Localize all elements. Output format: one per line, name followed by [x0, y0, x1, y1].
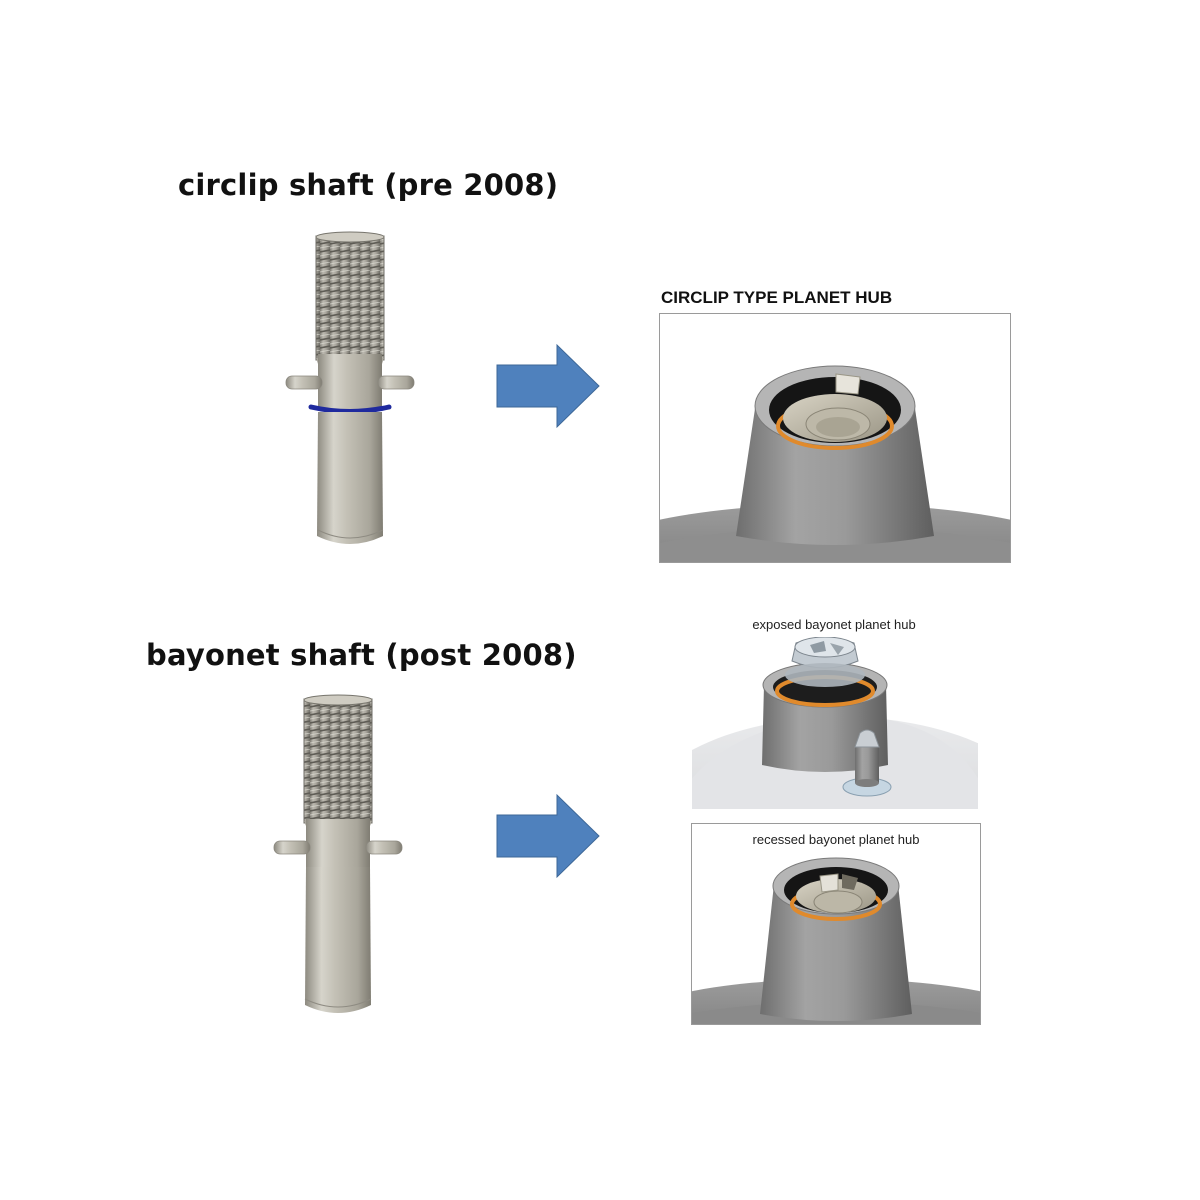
circlip-hub-panel-title: CIRCLIP TYPE PLANET HUB	[661, 288, 893, 307]
recessed-bayonet-caption: recessed bayonet planet hub	[752, 832, 920, 847]
bayonet-shaft-heading: bayonet shaft (post 2008)	[146, 638, 577, 672]
right-arrow-icon	[495, 793, 601, 879]
exposed-bayonet-caption: exposed bayonet planet hub	[752, 617, 916, 632]
circlip-hub-panel	[659, 313, 1011, 563]
circlip-ring	[308, 404, 392, 414]
recessed-bayonet-hub-panel: recessed bayonet planet hub	[691, 823, 981, 1025]
right-arrow-icon	[495, 343, 601, 429]
bayonet-shaft-illustration	[270, 693, 410, 1023]
circlip-shaft-heading: circlip shaft (pre 2008)	[178, 168, 559, 202]
exposed-bayonet-hub-illustration	[692, 637, 978, 809]
circlip-shaft-illustration	[280, 230, 420, 555]
